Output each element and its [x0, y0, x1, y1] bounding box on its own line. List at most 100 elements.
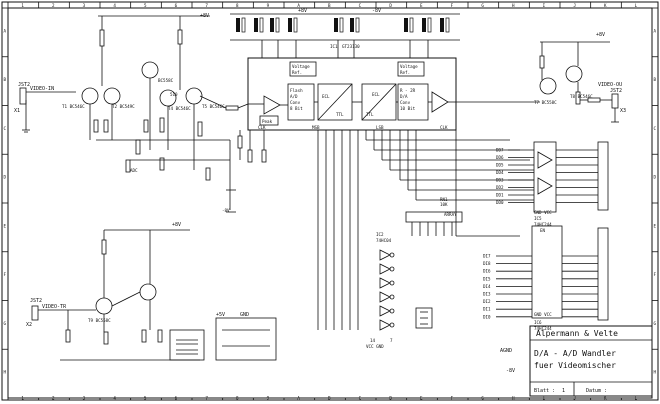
supply-label: +8V [172, 222, 181, 228]
column-label: C [359, 3, 362, 8]
column-label: A [297, 396, 300, 401]
adc-text-1: Flash [290, 88, 303, 93]
column-label: B [328, 396, 331, 401]
column-label: 8 [236, 396, 239, 401]
capacitor-c11 [334, 17, 344, 33]
ic1-name: IC1 [330, 44, 338, 49]
column-label: I [543, 3, 546, 8]
clk-left: CLK [258, 125, 266, 130]
supply-label: +5V [216, 312, 225, 318]
transistor-t1 [81, 87, 99, 105]
inverter-ic2: IC2 74HC04 14 7 VCC GND [366, 232, 395, 349]
video-in-label: VIDEO-IN [30, 86, 54, 92]
column-label: 5 [144, 3, 147, 8]
peak-block [259, 115, 279, 126]
capacitor-c14 [422, 17, 432, 33]
column-label: 5 [144, 396, 147, 401]
capacitor-c7 [236, 17, 246, 33]
vref-right-line2: Ref. [400, 70, 410, 75]
title-line-2: fuer Videomischer [534, 361, 616, 370]
vref-right-line1: Voltage [400, 64, 418, 69]
transistor-t7 [539, 77, 557, 95]
data-bus-wiring [317, 130, 534, 330]
column-label: D [389, 3, 392, 8]
array-label: ARRAY [444, 212, 457, 217]
r-value: 510 [170, 92, 178, 97]
video-in-connector: JST2 [18, 82, 30, 88]
t7-label: T7 BC558C [534, 100, 557, 105]
lsb-label: LSB [376, 125, 384, 130]
supply-label: GND [240, 312, 249, 318]
column-label: 6 [175, 3, 178, 8]
row-label: E [654, 223, 657, 228]
ecl-right: ECL [372, 92, 380, 97]
ic1-part: GT23130 [342, 44, 360, 49]
t3-label: BC558C [158, 78, 174, 83]
row-label: D [4, 175, 7, 180]
t9-label: T9 BC558C [88, 318, 111, 323]
dac-text-3: Conv [400, 100, 411, 105]
decoupling-frame [169, 329, 205, 361]
row-label: G [654, 321, 657, 326]
video-in-ref: X1 [14, 108, 20, 114]
adc-text-3: Conv [290, 100, 301, 105]
video-tr-connector: JST2 [30, 298, 42, 304]
column-label: 9 [267, 3, 270, 8]
ic6-power: GND VCC [534, 312, 552, 317]
column-label: 4 [113, 396, 116, 401]
agnd-label: AGND [500, 348, 512, 354]
row-label: B [4, 77, 7, 82]
video-out-jack[interactable] [611, 93, 619, 109]
column-label: A [297, 3, 300, 8]
row-label: B [654, 77, 657, 82]
di-connector-body[interactable] [597, 227, 609, 321]
supply-label: +8V [298, 8, 307, 14]
video-in-jack[interactable] [19, 87, 27, 105]
video-tr-jack[interactable] [31, 305, 39, 321]
row-label: C [4, 126, 7, 131]
video-tr-label: VIDEO-TR [42, 304, 67, 310]
row-label: A [654, 28, 657, 33]
di-bus-label: DI5 [483, 276, 491, 281]
vref-left-line2: Ref. [292, 70, 302, 75]
column-label: 8 [236, 3, 239, 8]
row-label: F [4, 272, 7, 277]
voltage-ref-right [397, 61, 425, 77]
di-connector [597, 227, 609, 321]
dd-bus-label: DD5 [496, 163, 504, 168]
clk-right: CLK [440, 125, 448, 130]
array-val: 10K [440, 202, 448, 207]
column-label: 9 [267, 396, 270, 401]
title-block-frame [529, 325, 653, 397]
column-label: F [451, 3, 454, 8]
ic2-power: VCC GND [366, 344, 384, 349]
resistor-array-rn1: RN1 10K ARRAY [405, 197, 463, 236]
transistor-t6 [139, 283, 157, 301]
top-capacitor-bank: +8V -8V +8V [200, 8, 460, 41]
di-bus-label: DI8 [483, 261, 491, 266]
column-label: 2 [52, 3, 55, 8]
ic1-outline [247, 57, 457, 131]
column-label: D [389, 396, 392, 401]
ic6-en: EN [540, 228, 546, 233]
buffer-ic6: EN GND VCC IC6 74HC244 [531, 225, 563, 331]
dd-connector [597, 141, 609, 211]
x6-body[interactable] [415, 307, 433, 329]
column-label: 1 [21, 396, 24, 401]
column-label: 3 [83, 3, 86, 8]
ic2-pin14: 14 [370, 338, 376, 343]
power-filter-frame [215, 317, 277, 361]
t4-label: T4 BC546C [168, 106, 191, 111]
di-bus-label: DI4 [483, 284, 491, 289]
ic2-ref: IC2 [376, 232, 384, 237]
connector-x6 [415, 307, 433, 329]
transistor-t5 [185, 87, 203, 105]
ic2-part: 74HC04 [376, 238, 392, 243]
dd-bus-label: DD1 [496, 193, 504, 198]
dd-connector-body[interactable] [597, 141, 609, 211]
m8v-label: -8V [506, 368, 515, 374]
capacitor-c15 [440, 17, 450, 33]
ic5-outline [533, 141, 557, 213]
